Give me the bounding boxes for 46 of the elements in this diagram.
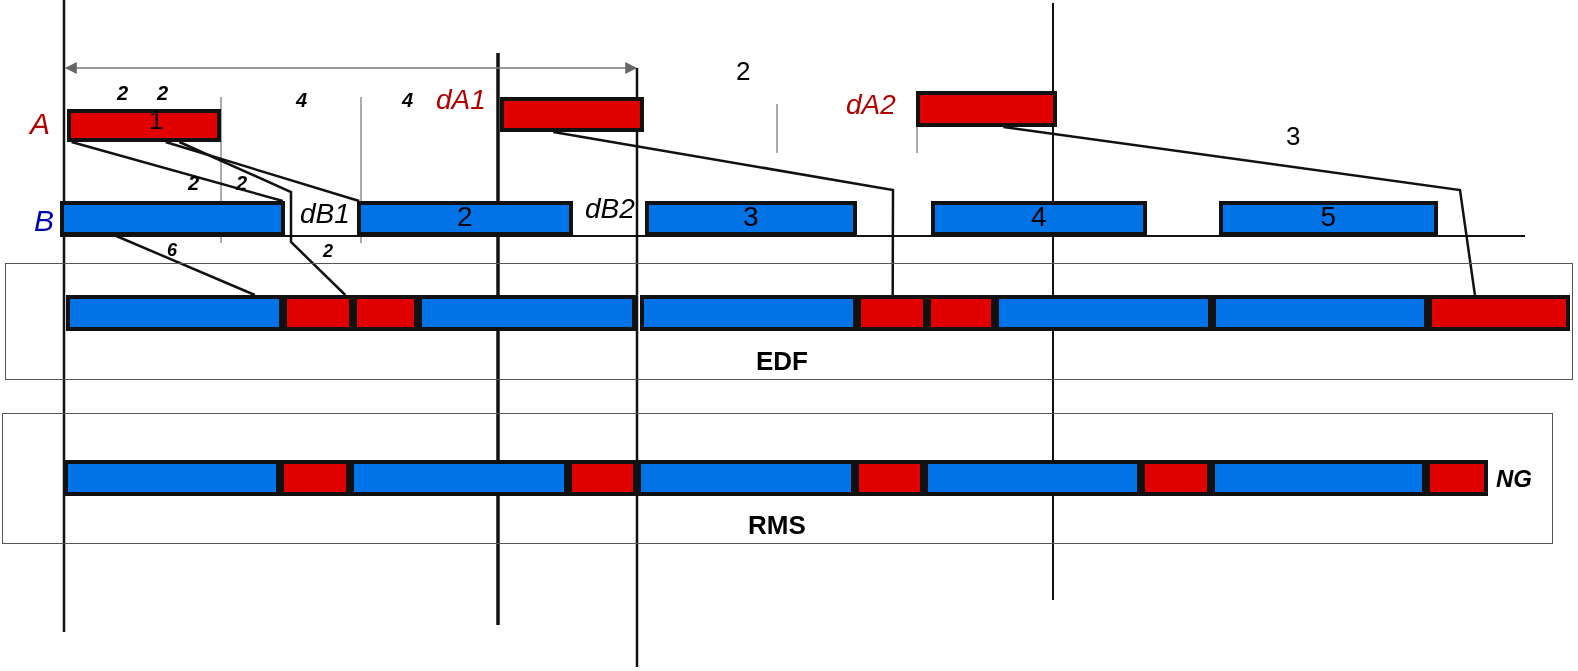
connector-line xyxy=(165,140,360,203)
time-label: 2 xyxy=(157,82,169,105)
connector-line xyxy=(1003,125,1477,296)
task-bar xyxy=(1428,295,1570,331)
panel-title: RMS xyxy=(748,510,806,541)
time-label: 4 xyxy=(296,89,308,112)
task-bar xyxy=(931,201,1147,236)
time-label: 2 xyxy=(323,241,333,262)
task-number: 3 xyxy=(743,201,759,233)
schedule-panel xyxy=(2,413,1553,544)
panel-title: EDF xyxy=(756,346,808,377)
connector-line xyxy=(71,140,284,203)
task-bar xyxy=(645,201,857,236)
time-label: 6 xyxy=(167,240,177,261)
task-bar xyxy=(357,201,573,236)
time-label: 2 xyxy=(188,172,200,195)
task-bar xyxy=(60,201,285,236)
deadline-label: dB1 xyxy=(300,198,350,230)
time-label: 2 xyxy=(117,82,129,105)
task-bar xyxy=(418,295,636,331)
deadline-label: dA1 xyxy=(436,84,486,116)
task-bar xyxy=(640,295,857,331)
task-label: A xyxy=(30,107,50,141)
deadline-label: dB2 xyxy=(585,193,635,225)
time-label: 2 xyxy=(736,56,751,87)
connector-line xyxy=(553,130,895,295)
connector-line xyxy=(178,140,347,296)
task-number: 5 xyxy=(1320,201,1337,233)
row-label: NG xyxy=(1496,465,1532,493)
task-bar xyxy=(64,460,280,496)
task-label: B xyxy=(34,204,54,238)
task-bar xyxy=(500,97,644,132)
task-bar xyxy=(1426,460,1488,496)
task-bar xyxy=(66,295,283,331)
task-bar xyxy=(67,109,221,142)
connector-line xyxy=(115,234,256,297)
time-label: 4 xyxy=(402,89,414,112)
task-number: 4 xyxy=(1031,201,1047,233)
task-number: 1 xyxy=(149,105,164,136)
deadline-label: dA2 xyxy=(846,89,896,121)
time-label: 3 xyxy=(1286,121,1301,152)
schedule-panel xyxy=(5,263,1573,380)
time-label: 2 xyxy=(236,172,248,195)
task-number: 2 xyxy=(457,201,473,233)
task-bar xyxy=(1219,201,1438,236)
task-bar xyxy=(916,91,1057,127)
